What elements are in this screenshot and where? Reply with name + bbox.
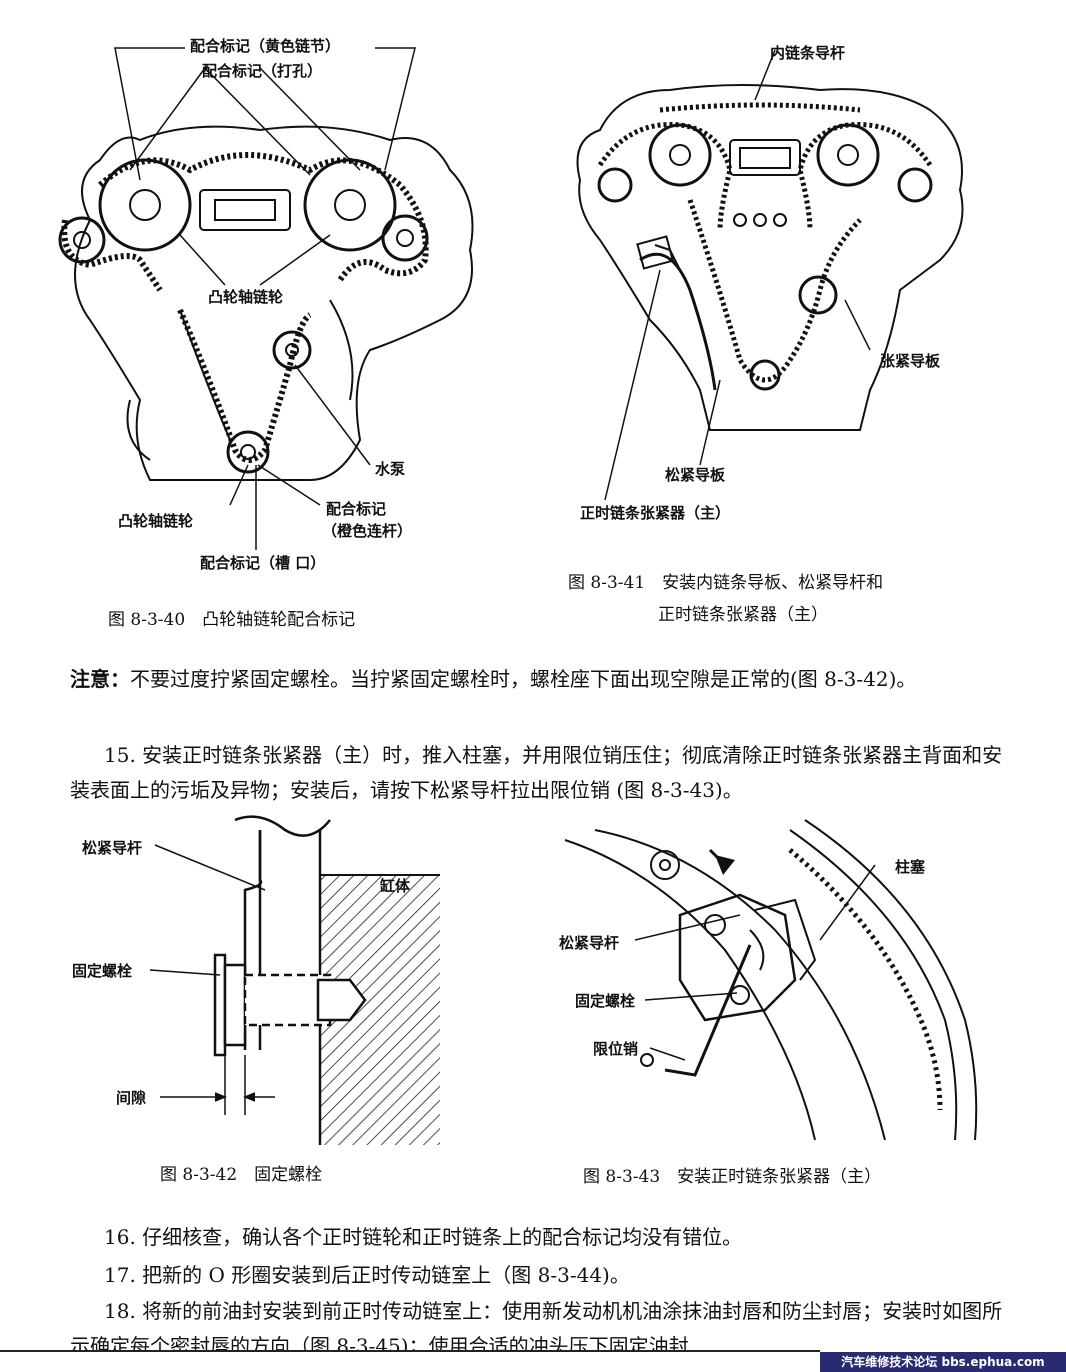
- label-tension-guide: 张紧导板: [880, 352, 941, 370]
- label-water-pump: 水泵: [375, 460, 406, 478]
- caption-8-3-41-line2: 正时链条张紧器（主）: [658, 605, 828, 625]
- step-16: 16. 仔细核查，确认各个正时链轮和正时链条上的配合标记均没有错位。: [104, 1225, 743, 1249]
- caption-8-3-42: 图 8-3-42 固定螺栓: [160, 1165, 323, 1185]
- bottom-rule: [0, 1350, 820, 1352]
- label-plunger: 柱塞: [895, 858, 926, 876]
- fixing-bolt-diagram: [149, 815, 440, 1145]
- figure-8-3-40: 配合标记（黄色链节） 配合标记（打孔） 凸轮轴链轮 水泵 凸轮轴链轮 配合标记 …: [30, 20, 510, 630]
- note-paragraph: 注意：不要过度拧紧固定螺栓。当拧紧固定螺栓时，螺栓座下面出现空隙是正常的(图 8…: [70, 662, 1010, 697]
- label-cam-sprocket-bottom: 凸轮轴链轮: [118, 512, 194, 530]
- label-fixing-bolt-42: 固定螺栓: [72, 962, 133, 980]
- label-cylinder-block: 缸体: [380, 877, 411, 895]
- step-15: 15. 安装正时链条张紧器（主）时，推入柱塞，并用限位销压住；彻底清除正时链条张…: [70, 743, 1003, 802]
- caption-8-3-43: 图 8-3-43 安装正时链条张紧器（主）: [583, 1167, 882, 1187]
- step-18: 18. 将新的前油封安装到前正时传动链室上：使用新发动机机油涂抹油封唇和防尘封唇…: [70, 1299, 1003, 1350]
- label-slack-guide: 松紧导板: [665, 466, 726, 484]
- note-prefix: 注意：: [70, 667, 130, 691]
- label-mark-punch: 配合标记（打孔）: [202, 62, 323, 80]
- watermark: 汽车维修技术论坛 bbs.ephua.com: [820, 1352, 1066, 1372]
- tensioner-install-diagram: [564, 819, 978, 1141]
- caption-8-3-41-line1: 图 8-3-41 安装内链条导板、松紧导杆和: [568, 573, 884, 593]
- step-17: 17. 把新的 O 形圈安装到后正时传动链室上（图 8-3-44)。: [104, 1263, 630, 1287]
- figure-8-3-43: 柱塞 松紧导杆 固定螺栓 限位销 图 8-3-43 安装正时链条张紧器（主）: [555, 819, 1025, 1200]
- note-text: 不要过度拧紧固定螺栓。当拧紧固定螺栓时，螺栓座下面出现空隙是正常的(图 8-3-…: [130, 667, 917, 691]
- label-stop-pin: 限位销: [593, 1040, 639, 1058]
- label-inner-guide: 内链条导杆: [770, 44, 846, 62]
- label-gap: 间隙: [116, 1089, 147, 1107]
- figure-8-3-41: 内链条导杆 张紧导板 松紧导板 正时链条张紧器（主） 图 8-3-41 安装内链…: [560, 30, 1040, 630]
- figure-8-3-42: 松紧导杆 缸体 固定螺栓 间隙 图 8-3-42 固定螺栓: [60, 815, 500, 1195]
- label-slack-lever-43: 松紧导杆: [559, 934, 620, 952]
- label-fixing-bolt-43: 固定螺栓: [575, 992, 636, 1010]
- label-cam-sprocket-top: 凸轮轴链轮: [208, 288, 284, 306]
- inner-guide-diagram: [576, 49, 964, 501]
- caption-8-3-40: 图 8-3-40 凸轮轴链轮配合标记: [108, 610, 356, 630]
- label-mark-orange-1: 配合标记: [326, 500, 387, 518]
- label-tensioner-main: 正时链条张紧器（主）: [580, 504, 731, 522]
- label-slack-lever-42: 松紧导杆: [82, 839, 143, 857]
- label-mark-notch: 配合标记（槽 口）: [200, 554, 326, 572]
- label-mark-orange-2: （橙色连杆）: [322, 522, 413, 540]
- engine-cam-diagram: [58, 47, 474, 550]
- label-mark-yellow-link: 配合标记（黄色链节）: [190, 37, 341, 55]
